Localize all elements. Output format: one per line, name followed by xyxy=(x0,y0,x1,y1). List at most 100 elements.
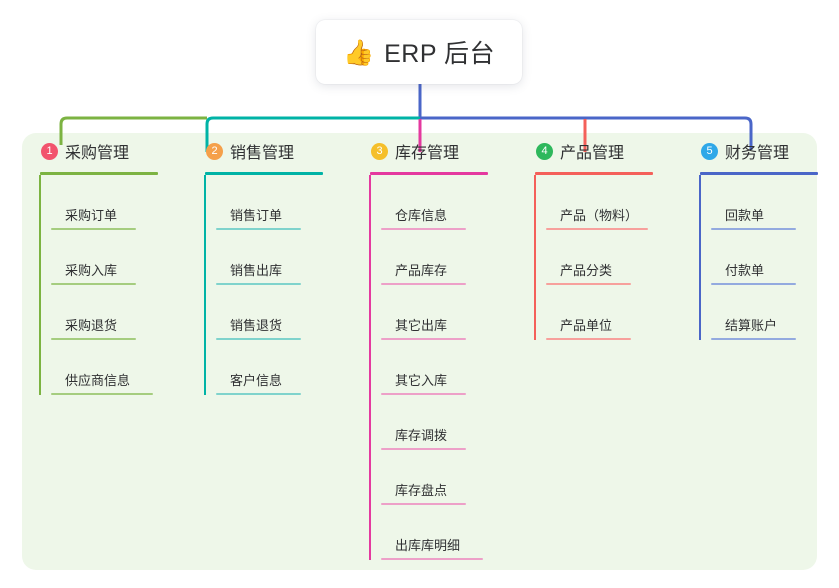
list-item[interactable]: 采购入库 xyxy=(51,230,187,285)
list-item[interactable]: 库存调拨 xyxy=(381,395,517,450)
column-title-2: 销售管理 xyxy=(230,145,295,162)
trunk-line-2 xyxy=(204,175,206,395)
list-item-label: 其它入库 xyxy=(395,373,448,388)
list-item-rule xyxy=(216,228,301,230)
trunk-line-5 xyxy=(699,175,701,340)
list-item-label: 销售退货 xyxy=(230,318,283,333)
list-item[interactable]: 其它入库 xyxy=(381,340,517,395)
list-item-label: 客户信息 xyxy=(230,373,283,388)
list-item-label: 其它出库 xyxy=(395,318,448,333)
list-item-rule xyxy=(51,393,153,395)
list-item-rule xyxy=(216,393,301,395)
list-item[interactable]: 结算账户 xyxy=(711,285,839,340)
column-badge-4: 4 xyxy=(536,142,553,160)
list-item-label: 付款单 xyxy=(725,263,765,278)
column-items-4: 产品（物料） 产品分类产品单位 xyxy=(534,175,682,340)
column-badge-3: 3 xyxy=(371,142,388,160)
column-rule-2 xyxy=(205,172,323,175)
list-item-label: 仓库信息 xyxy=(395,208,448,223)
list-item[interactable]: 付款单 xyxy=(711,230,839,285)
list-item[interactable]: 产品分类 xyxy=(546,230,682,285)
list-item[interactable]: 销售订单 xyxy=(216,175,352,230)
column-items-5: 回款单付款单结算账户 xyxy=(699,175,839,340)
list-item-rule xyxy=(381,503,466,505)
list-item[interactable]: 销售退货 xyxy=(216,285,352,340)
column-header-1[interactable]: 1 采购管理 xyxy=(39,133,187,169)
list-item-label: 产品分类 xyxy=(560,263,613,278)
column-header-4[interactable]: 4 产品管理 xyxy=(534,133,682,169)
list-item-rule xyxy=(711,283,796,285)
list-item-rule xyxy=(216,338,301,340)
column-1: 1 采购管理采购订单采购入库采购退货供应商信息 xyxy=(22,133,187,570)
list-item-rule xyxy=(546,338,631,340)
column-header-2[interactable]: 2 销售管理 xyxy=(204,133,352,169)
trunk-line-3 xyxy=(369,175,371,560)
list-item[interactable]: 采购订单 xyxy=(51,175,187,230)
list-item-rule xyxy=(711,338,796,340)
list-item-label: 产品单位 xyxy=(560,318,613,333)
list-item[interactable]: 采购退货 xyxy=(51,285,187,340)
root-node-card[interactable]: 👍 ERP 后台 xyxy=(316,20,522,84)
list-item-label: 出库库明细 xyxy=(395,538,461,553)
list-item[interactable]: 产品（物料） xyxy=(546,175,682,230)
column-rule-4 xyxy=(535,172,653,175)
column-header-3[interactable]: 3 库存管理 xyxy=(369,133,517,169)
column-title-3: 库存管理 xyxy=(395,145,460,162)
list-item-label: 采购退货 xyxy=(65,318,118,333)
list-item-rule xyxy=(51,283,136,285)
list-item[interactable]: 出库库明细 xyxy=(381,505,517,560)
list-item-label: 结算账户 xyxy=(725,318,778,333)
column-rule-1 xyxy=(40,172,158,175)
list-item-label: 采购入库 xyxy=(65,263,118,278)
list-item-rule xyxy=(381,338,466,340)
list-item[interactable]: 库存盘点 xyxy=(381,450,517,505)
list-item-rule xyxy=(51,338,136,340)
column-4: 4 产品管理产品（物料） 产品分类产品单位 xyxy=(517,133,682,570)
list-item[interactable]: 产品单位 xyxy=(546,285,682,340)
list-item-rule xyxy=(381,283,466,285)
column-items-3: 仓库信息产品库存其它出库其它入库库存调拨库存盘点出库库明细 xyxy=(369,175,517,560)
list-item-label: 库存盘点 xyxy=(395,483,448,498)
column-items-2: 销售订单销售出库销售退货客户信息 xyxy=(204,175,352,395)
list-item-label: 产品（物料） xyxy=(560,208,639,223)
list-item[interactable]: 供应商信息 xyxy=(51,340,187,395)
list-item-label: 产品库存 xyxy=(395,263,448,278)
column-rule-3 xyxy=(370,172,488,175)
list-item[interactable]: 回款单 xyxy=(711,175,839,230)
root-title: ERP 后台 xyxy=(384,40,496,68)
trunk-line-1 xyxy=(39,175,41,395)
column-title-1: 采购管理 xyxy=(65,145,130,162)
column-2: 2 销售管理销售订单销售出库销售退货客户信息 xyxy=(187,133,352,570)
list-item-rule xyxy=(546,228,648,230)
list-item[interactable]: 产品库存 xyxy=(381,230,517,285)
column-3: 3 库存管理仓库信息产品库存其它出库其它入库库存调拨库存盘点出库库明细 xyxy=(352,133,517,570)
list-item-rule xyxy=(711,228,796,230)
list-item-label: 销售订单 xyxy=(230,208,283,223)
mindmap-panel xyxy=(22,133,817,570)
list-item[interactable]: 仓库信息 xyxy=(381,175,517,230)
list-item-rule xyxy=(546,283,631,285)
column-rule-5 xyxy=(700,172,818,175)
list-item-label: 销售出库 xyxy=(230,263,283,278)
columns-container: 1 采购管理采购订单采购入库采购退货供应商信息 2 销售管理销售订单销售出库销售退货客… xyxy=(22,133,818,570)
list-item-label: 回款单 xyxy=(725,208,765,223)
list-item[interactable]: 销售出库 xyxy=(216,230,352,285)
list-item-label: 供应商信息 xyxy=(65,373,131,388)
list-item[interactable]: 其它出库 xyxy=(381,285,517,340)
list-item-rule xyxy=(381,558,483,560)
column-items-1: 采购订单采购入库采购退货供应商信息 xyxy=(39,175,187,395)
list-item-rule xyxy=(51,228,136,230)
column-badge-1: 1 xyxy=(41,142,58,160)
thumbs-up-icon: 👍 xyxy=(342,38,375,67)
list-item[interactable]: 客户信息 xyxy=(216,340,352,395)
column-title-4: 产品管理 xyxy=(560,145,625,162)
column-badge-5: 5 xyxy=(701,142,718,160)
list-item-rule xyxy=(381,228,466,230)
list-item-label: 库存调拨 xyxy=(395,428,448,443)
list-item-rule xyxy=(381,393,466,395)
list-item-rule xyxy=(216,283,301,285)
trunk-line-4 xyxy=(534,175,536,340)
column-badge-2: 2 xyxy=(206,142,223,160)
